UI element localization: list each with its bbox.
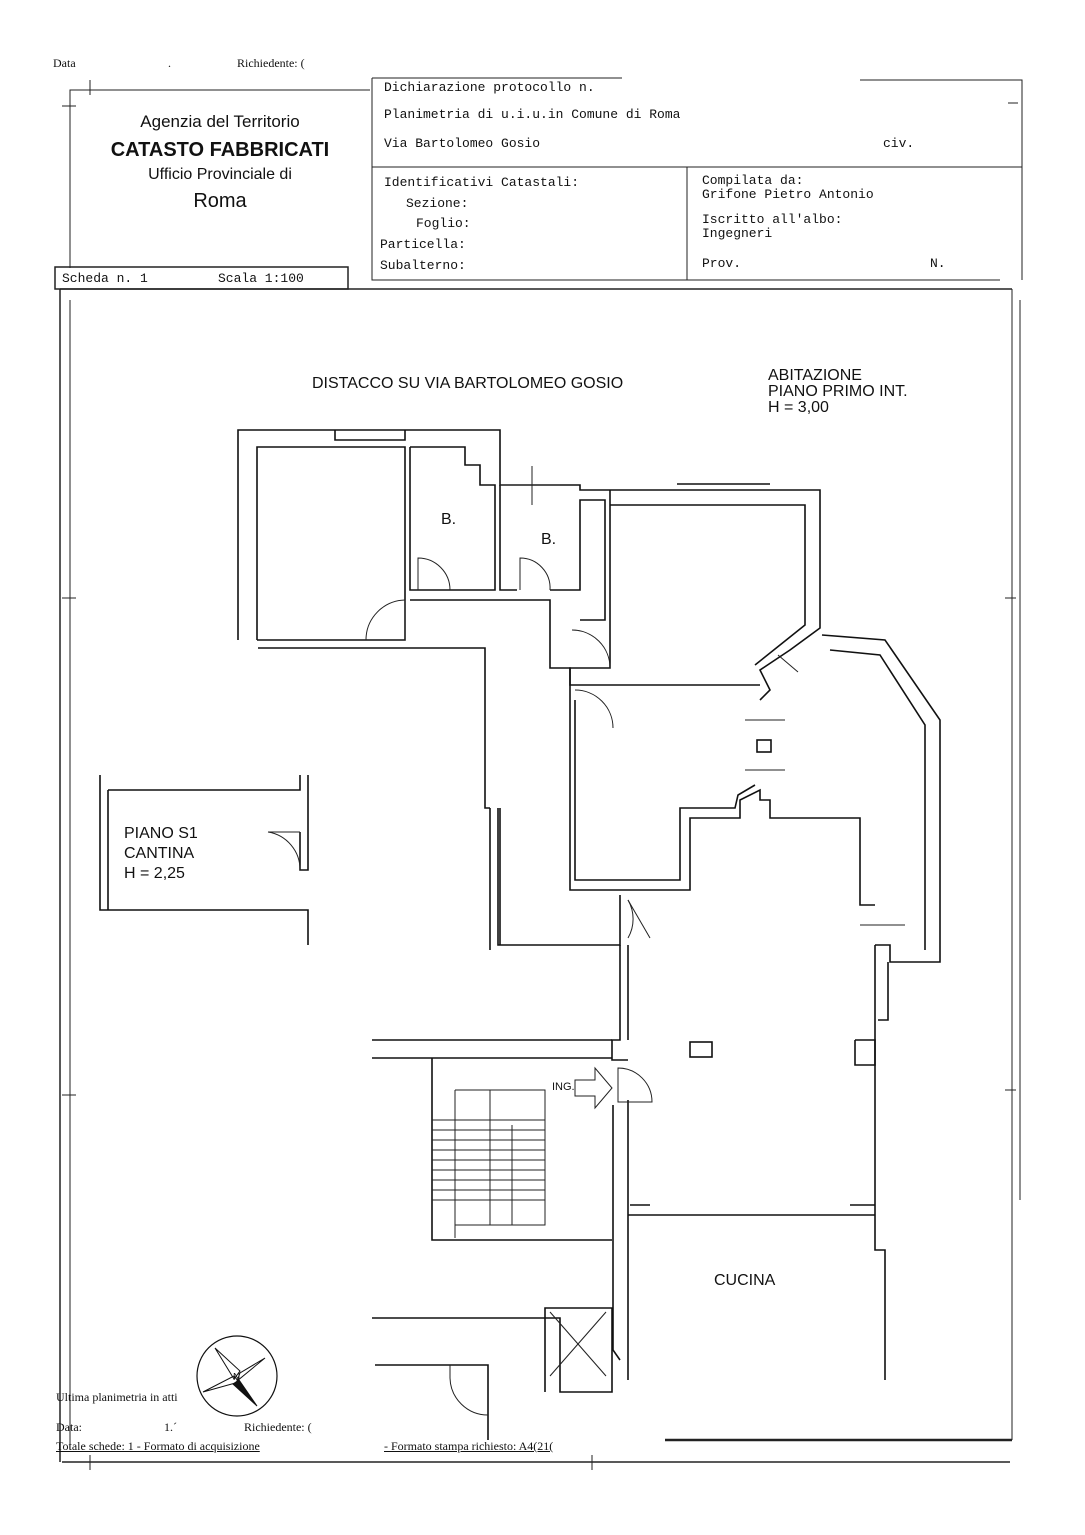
entrance-arrow-icon — [574, 1066, 613, 1110]
subalterno: Subalterno: — [380, 258, 466, 273]
bagno-label-1: B. — [441, 511, 456, 528]
scala: Scala 1:100 — [218, 271, 304, 286]
ufficio-label: Ufficio Provinciale di — [148, 166, 292, 183]
civ: civ. — [883, 136, 915, 151]
compass-icon: N — [196, 1335, 278, 1417]
via: Via Bartolomeo Gosio — [384, 136, 541, 151]
cucina-label: CUCINA — [714, 1272, 776, 1289]
abitazione-label: ABITAZIONE — [768, 367, 862, 384]
ingresso-label: ING. — [552, 1081, 575, 1093]
albo-value: Ingegneri — [702, 226, 773, 241]
footer-richiedente: Richiedente: ( — [244, 1420, 312, 1434]
sezione: Sezione: — [406, 196, 469, 211]
formato-stampa: - Formato stampa richiesto: A4(21( — [384, 1439, 554, 1453]
ultima-planimetria: Ultima planimetria in atti — [56, 1390, 178, 1404]
bagno-label-2: B. — [541, 531, 556, 548]
scheda-number: Scheda n. 1 — [62, 271, 148, 286]
catasto-title: CATASTO FABBRICATI — [110, 139, 330, 161]
data-label: Data — [53, 56, 76, 70]
distacco-label: DISTACCO SU VIA BARTOLOMEO GOSIO — [312, 375, 623, 392]
piano-label: PIANO PRIMO INT. — [768, 383, 908, 400]
door-swings — [267, 557, 653, 1416]
iscritto-label: Iscritto all'albo: — [702, 212, 843, 227]
totale-schede: Totale schede: 1 - Formato di acquisizio… — [56, 1439, 260, 1453]
n-label: N. — [930, 256, 946, 271]
main-frame — [59, 288, 1021, 1470]
walls — [99, 429, 941, 1440]
planimetria: Planimetria di u.i.u.in Comune di Roma — [384, 107, 681, 122]
richiedente-label: Richiedente: ( — [237, 56, 305, 70]
footer-data-label: Data: — [56, 1420, 82, 1434]
foglio: Foglio: — [416, 216, 471, 231]
data-dot: . — [168, 56, 171, 70]
cantina-altezza-label: H = 2,25 — [124, 865, 185, 882]
footer-data-value: 1.´ — [164, 1420, 177, 1434]
compilatore-name: Grifone Pietro Antonio — [702, 187, 874, 202]
dichiarazione: Dichiarazione protocollo n. — [384, 80, 595, 95]
altezza-label: H = 3,00 — [768, 399, 829, 416]
identificativi: Identificativi Catastali: — [384, 175, 580, 190]
compass-north-label: N — [233, 1372, 240, 1383]
cantina-label: CANTINA — [124, 845, 195, 862]
lift-cross — [549, 1311, 607, 1377]
particella: Particella: — [380, 237, 466, 252]
stair-treads — [432, 1090, 545, 1238]
agency-name: Agenzia del Territorio — [140, 112, 300, 131]
ufficio-city: Roma — [193, 190, 247, 212]
cantina-piano-label: PIANO S1 — [124, 825, 198, 842]
prov-label: Prov. — [702, 256, 742, 271]
compilata-label: Compilata da: — [702, 173, 804, 188]
